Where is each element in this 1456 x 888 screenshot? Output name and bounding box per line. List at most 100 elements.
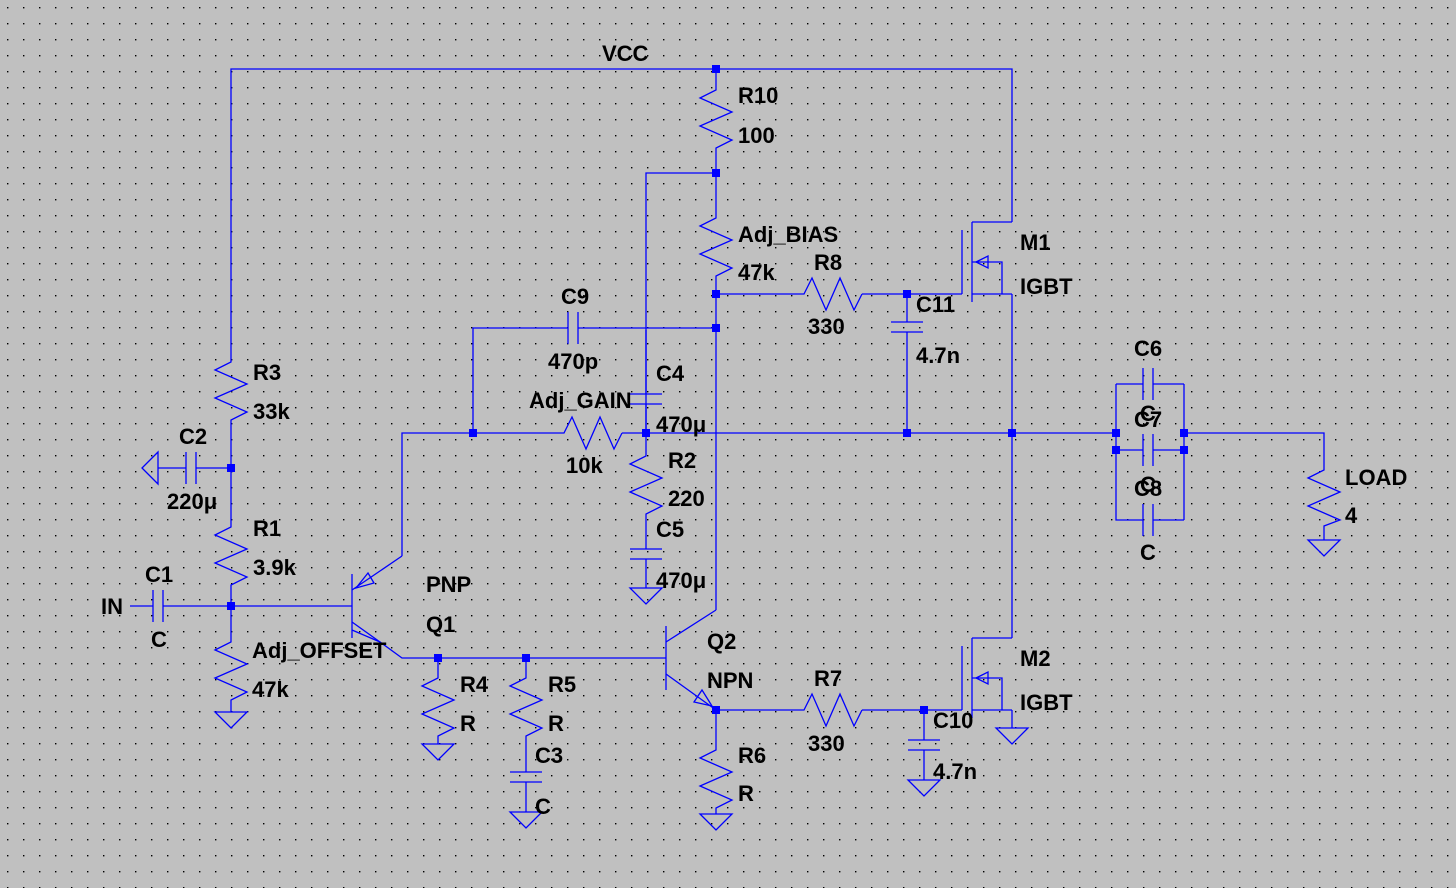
m2-body: [972, 677, 1003, 710]
ground-icon-load: [1306, 539, 1342, 557]
r4-value: R: [460, 711, 476, 736]
igbt-m1[interactable]: [961, 221, 1012, 302]
r10-ref: R10: [738, 83, 778, 108]
c3-ref: C3: [535, 743, 563, 768]
junction-dots: [227, 65, 1188, 714]
c1-value: C: [151, 627, 167, 652]
wire-c9-left: [472, 327, 568, 433]
load-value: 4: [1345, 503, 1358, 528]
wire-q1-collector: [351, 629, 666, 659]
q1-collector-leg: [351, 621, 381, 643]
m1-body: [972, 261, 1003, 294]
c11-ref: C11: [916, 292, 955, 317]
r6-ref: R6: [738, 743, 766, 768]
ground-symbols: [141, 450, 1342, 831]
q1-emitter-leg: [351, 555, 403, 591]
adj-offset-value: 47k: [252, 677, 289, 702]
wire-load-top: [1184, 432, 1325, 460]
wire-q1-emitter: [401, 432, 554, 556]
r2-value: 220: [668, 486, 705, 511]
ground-icon-m2: [994, 727, 1030, 745]
r3-value: 33k: [253, 399, 290, 424]
m1-ref: M1: [1020, 230, 1051, 255]
c9-ref: C9: [561, 284, 589, 309]
capacitor-c11-symbol: [891, 321, 923, 333]
resistor-r5-symbol: [508, 668, 544, 740]
resistor-load-symbol: [1306, 460, 1342, 530]
r1-value: 3.9k: [253, 555, 297, 580]
resistor-adj-offset-symbol: [213, 632, 249, 704]
capacitor-c6-symbol: [1142, 368, 1154, 400]
adj-bias-ref: Adj_BIAS: [738, 222, 838, 247]
adj-offset-ref: Adj_OFFSET: [252, 638, 387, 663]
q2-ref: Q2: [707, 629, 736, 654]
vcc-rail: [230, 68, 1013, 352]
c2-ref: C2: [179, 424, 207, 449]
c6-ref: C6: [1134, 336, 1162, 361]
c4-value: 470μ: [656, 412, 706, 437]
resistor-r6-symbol: [698, 740, 734, 812]
resistor-adj-gain-symbol: [554, 415, 623, 451]
ground-icon-c10: [906, 779, 942, 797]
c3-value: C: [535, 794, 551, 819]
q1-type: PNP: [426, 572, 471, 597]
c10-ref: C10: [933, 708, 973, 733]
capacitor-c9-symbol: [567, 312, 579, 344]
r5-ref: R5: [548, 672, 576, 697]
m2-ref: M2: [1020, 646, 1051, 671]
c7-ref: C7: [1134, 407, 1162, 432]
r3-ref: R3: [253, 360, 281, 385]
r8-ref: R8: [814, 250, 842, 275]
c5-value: 470μ: [656, 568, 706, 593]
c8-value: C: [1140, 540, 1156, 565]
q2-type: NPN: [707, 668, 753, 693]
resistor-r4-symbol: [420, 668, 456, 740]
q2-emitter-arrow: [692, 688, 714, 707]
r8-value: 330: [808, 314, 845, 339]
ground-icon-r6: [698, 813, 734, 831]
c2-value: 220μ: [167, 489, 217, 514]
capacitor-c3-symbol: [510, 771, 542, 783]
capacitor-c4-symbol: [630, 393, 662, 405]
r10-value: 100: [738, 123, 775, 148]
c1-ref: C1: [145, 562, 173, 587]
resistor-r3-symbol: [213, 352, 249, 424]
net-label-vcc: VCC: [602, 41, 649, 66]
r5-value: R: [548, 711, 564, 736]
labels: VCC IN R10 100 Adj_BIAS 47k R8 330 C11 4…: [101, 41, 1407, 819]
q2-emitter-leg: [665, 673, 717, 711]
resistor-r10-symbol: [698, 80, 734, 156]
resistor-r7-symbol: [794, 692, 863, 728]
net-label-in: IN: [101, 594, 123, 619]
transistor-q2-npn[interactable]: [665, 609, 717, 711]
resistor-r2-symbol: [628, 446, 664, 518]
c11-value: 4.7n: [916, 343, 960, 368]
c4-ref: C4: [656, 361, 685, 386]
capacitor-c8-symbol: [1142, 504, 1154, 536]
c9-value: 470p: [548, 349, 598, 374]
load-ref: LOAD: [1345, 465, 1407, 490]
m2-arrow: [974, 670, 989, 686]
adj-gain-value: 10k: [566, 453, 603, 478]
m1-type: IGBT: [1020, 274, 1073, 299]
resistor-symbols[interactable]: [213, 80, 1342, 812]
capacitor-c1-symbol: [152, 590, 164, 622]
capacitor-symbols[interactable]: [152, 312, 1154, 783]
m2-type: IGBT: [1020, 690, 1073, 715]
ground-icon-c5: [628, 587, 664, 605]
m1-arrow: [974, 254, 989, 270]
r7-ref: R7: [814, 666, 842, 691]
q2-collector-leg: [665, 609, 717, 643]
resistor-r1-symbol: [213, 517, 249, 589]
r7-value: 330: [808, 731, 845, 756]
igbt-m2[interactable]: [961, 637, 1012, 718]
r1-ref: R1: [253, 516, 281, 541]
ground-icon-r4: [420, 743, 456, 761]
capacitor-c10-symbol: [908, 739, 940, 751]
adj-gain-ref: Adj_GAIN: [529, 388, 632, 413]
transistor-q1-pnp[interactable]: [351, 555, 403, 643]
ground-icon-c3: [508, 811, 544, 829]
r4-ref: R4: [460, 672, 489, 697]
